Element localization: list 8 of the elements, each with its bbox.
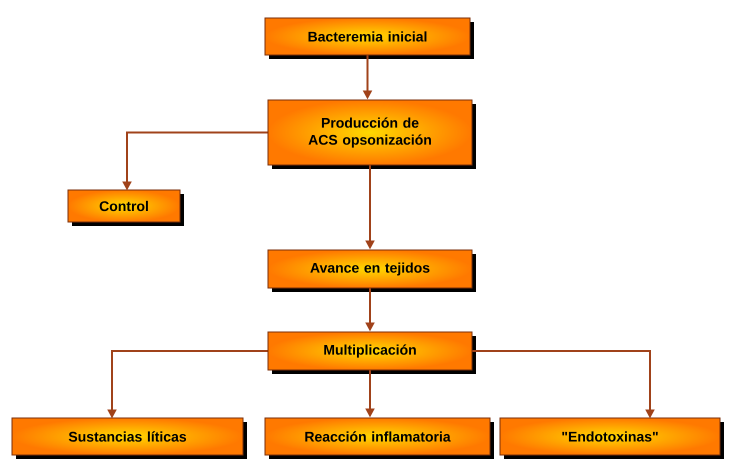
process-box: Multiplicación bbox=[268, 331, 476, 374]
process-box: Avance en tejidos bbox=[268, 249, 476, 292]
process-box: "Endotoxinas" bbox=[500, 417, 724, 459]
process-box: Reacción inflamatoria bbox=[264, 417, 494, 459]
process-box: Sustancias líticas bbox=[12, 417, 247, 459]
process-box: Control bbox=[68, 189, 184, 226]
process-box: Bacteremia inicial bbox=[264, 18, 474, 59]
process-box: Producción de ACS opsonización bbox=[268, 100, 476, 169]
